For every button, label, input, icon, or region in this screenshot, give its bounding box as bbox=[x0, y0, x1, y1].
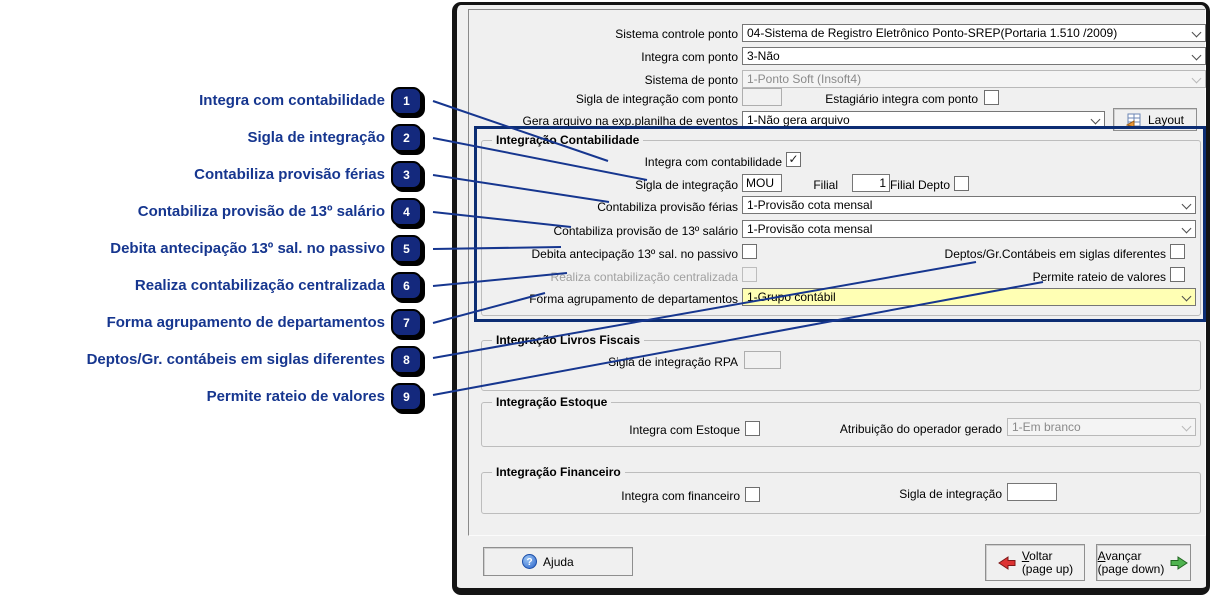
integra-contabilidade-checkbox[interactable]: ✓ bbox=[786, 152, 801, 167]
contabilizacao-centralizada-label: Realiza contabilização centralizada bbox=[550, 270, 738, 284]
sigla-integracao-ponto-input bbox=[742, 88, 782, 106]
callout-label-7: Forma agrupamento de departamentos bbox=[106, 314, 385, 331]
chevron-down-icon bbox=[1181, 291, 1192, 302]
contabilizacao-centralizada-checkbox bbox=[742, 267, 757, 282]
callout-label-2: Sigla de integração bbox=[247, 129, 385, 146]
atribuicao-operador-value: 1-Em branco bbox=[1012, 420, 1081, 434]
group-financeiro-legend: Integração Financeiro bbox=[492, 465, 625, 479]
callout-badge-9: 9 bbox=[391, 383, 422, 411]
callout-label-6: Realiza contabilização centralizada bbox=[134, 277, 385, 294]
integra-estoque-checkbox[interactable] bbox=[745, 421, 760, 436]
group-livros-fiscais: Integração Livros Fiscais bbox=[481, 333, 1201, 391]
sigla-rpa-input bbox=[744, 351, 781, 369]
provisao-13-label: Contabiliza provisão de 13º salário bbox=[553, 224, 739, 238]
arrow-left-icon bbox=[997, 555, 1016, 570]
atribuicao-operador-select: 1-Em branco bbox=[1007, 418, 1196, 436]
deptos-siglas-label: Deptos/Gr.Contábeis em siglas diferentes bbox=[944, 247, 1166, 261]
callout-badge-7: 7 bbox=[391, 309, 422, 337]
integra-com-ponto-select[interactable]: 3-Não bbox=[742, 47, 1206, 65]
callout-label-3: Contabiliza provisão férias bbox=[194, 166, 385, 183]
sigla-integracao-label: Sigla de integração bbox=[635, 178, 738, 192]
arrow-right-icon bbox=[1170, 555, 1189, 570]
integra-estoque-label: Integra com Estoque bbox=[629, 423, 740, 437]
callout-label-9: Permite rateio de valores bbox=[206, 388, 385, 405]
layout-button-label: Layout bbox=[1147, 112, 1185, 127]
integra-financeiro-label: Integra com financeiro bbox=[621, 489, 740, 503]
sigla-financeiro-input[interactable] bbox=[1007, 483, 1057, 501]
avancar-button[interactable]: Avançar (page down) bbox=[1096, 544, 1191, 581]
ajuda-button[interactable]: ? Ajuda bbox=[483, 547, 633, 576]
estagiario-label: Estagiário integra com ponto bbox=[825, 92, 978, 106]
estagiario-checkbox[interactable] bbox=[984, 90, 999, 105]
callout-badge-1: 1 bbox=[391, 87, 422, 115]
callout-label-8: Deptos/Gr. contábeis em siglas diferente… bbox=[86, 351, 385, 368]
voltar-button[interactable]: Voltar (page up) bbox=[985, 544, 1085, 581]
integra-contabilidade-label: Integra com contabilidade bbox=[644, 155, 782, 169]
gera-arquivo-value: 1-Não gera arquivo bbox=[747, 113, 850, 127]
debita-antecipacao-label: Debita antecipação 13º sal. no passivo bbox=[531, 247, 738, 261]
sistema-controle-ponto-label: Sistema controle ponto bbox=[615, 27, 738, 41]
callout-badge-4: 4 bbox=[391, 198, 422, 226]
layout-icon bbox=[1125, 113, 1141, 128]
sigla-integracao-ponto-label: Sigla de integração com ponto bbox=[575, 92, 738, 106]
filial-depto-checkbox[interactable] bbox=[954, 176, 969, 191]
group-livros-fiscais-legend: Integração Livros Fiscais bbox=[492, 333, 645, 347]
sistema-de-ponto-select: 1-Ponto Soft (Insoft4) bbox=[742, 70, 1206, 88]
forma-agrupamento-label: Forma agrupamento de departamentos bbox=[529, 292, 738, 306]
sigla-financeiro-label: Sigla de integração bbox=[899, 487, 1002, 501]
help-icon: ? bbox=[522, 554, 537, 569]
callout-badge-6: 6 bbox=[391, 272, 422, 300]
callout-badge-2: 2 bbox=[391, 124, 422, 152]
voltar-button-label: Voltar (page up) bbox=[1021, 548, 1074, 576]
provisao-ferias-select[interactable]: 1-Provisão cota mensal bbox=[742, 196, 1196, 214]
chevron-down-icon bbox=[1191, 73, 1202, 84]
provisao-13-value: 1-Provisão cota mensal bbox=[747, 222, 873, 236]
sistema-controle-ponto-select[interactable]: 04-Sistema de Registro Eletrônico Ponto-… bbox=[742, 24, 1206, 42]
sigla-rpa-label: Sigla de integração RPA bbox=[608, 355, 738, 369]
callout-badge-3: 3 bbox=[391, 161, 422, 189]
provisao-13-select[interactable]: 1-Provisão cota mensal bbox=[742, 220, 1196, 238]
provisao-ferias-value: 1-Provisão cota mensal bbox=[747, 198, 873, 212]
provisao-ferias-label: Contabiliza provisão férias bbox=[597, 200, 738, 214]
filial-input[interactable] bbox=[852, 174, 890, 192]
permite-rateio-label: Permite rateio de valores bbox=[1032, 270, 1166, 284]
ajuda-button-label: Ajuda bbox=[543, 554, 574, 569]
chevron-down-icon bbox=[1181, 199, 1192, 210]
sigla-integracao-input[interactable] bbox=[742, 174, 782, 192]
integra-financeiro-checkbox[interactable] bbox=[745, 487, 760, 502]
chevron-down-icon bbox=[1181, 421, 1192, 432]
atribuicao-operador-label: Atribuição do operador gerado bbox=[839, 422, 1002, 436]
callout-label-5: Debita antecipação 13º sal. no passivo bbox=[110, 240, 385, 257]
deptos-siglas-checkbox[interactable] bbox=[1170, 244, 1185, 259]
sistema-controle-ponto-value: 04-Sistema de Registro Eletrônico Ponto-… bbox=[747, 26, 1118, 40]
integra-com-ponto-value: 3-Não bbox=[747, 49, 780, 63]
permite-rateio-checkbox[interactable] bbox=[1170, 267, 1185, 282]
callout-label-4: Contabiliza provisão de 13º salário bbox=[137, 203, 385, 220]
group-integracao-contabilidade-legend: Integração Contabilidade bbox=[492, 133, 644, 147]
callout-badge-8: 8 bbox=[391, 346, 422, 374]
debita-antecipacao-checkbox[interactable] bbox=[742, 244, 757, 259]
group-estoque-legend: Integração Estoque bbox=[492, 395, 612, 409]
callout-badge-5: 5 bbox=[391, 235, 422, 263]
layout-button[interactable]: Layout bbox=[1113, 108, 1197, 131]
filial-label: Filial bbox=[813, 178, 838, 192]
group-financeiro: Integração Financeiro bbox=[481, 465, 1201, 514]
forma-agrupamento-value: 1-Grupo contábil bbox=[747, 290, 836, 304]
forma-agrupamento-select[interactable]: 1-Grupo contábil bbox=[742, 288, 1196, 306]
filial-depto-label: Filial Depto bbox=[889, 178, 950, 192]
checkmark: ✓ bbox=[788, 152, 799, 166]
avancar-button-label: Avançar (page down) bbox=[1097, 548, 1165, 576]
callout-label-1: Integra com contabilidade bbox=[199, 92, 385, 109]
integra-com-ponto-label: Integra com ponto bbox=[641, 50, 738, 64]
sistema-de-ponto-value: 1-Ponto Soft (Insoft4) bbox=[747, 72, 862, 86]
chevron-down-icon bbox=[1191, 50, 1202, 61]
chevron-down-icon bbox=[1191, 27, 1202, 38]
sistema-de-ponto-label: Sistema de ponto bbox=[644, 73, 738, 87]
group-estoque: Integração Estoque bbox=[481, 395, 1201, 447]
chevron-down-icon bbox=[1090, 114, 1101, 125]
chevron-down-icon bbox=[1181, 223, 1192, 234]
